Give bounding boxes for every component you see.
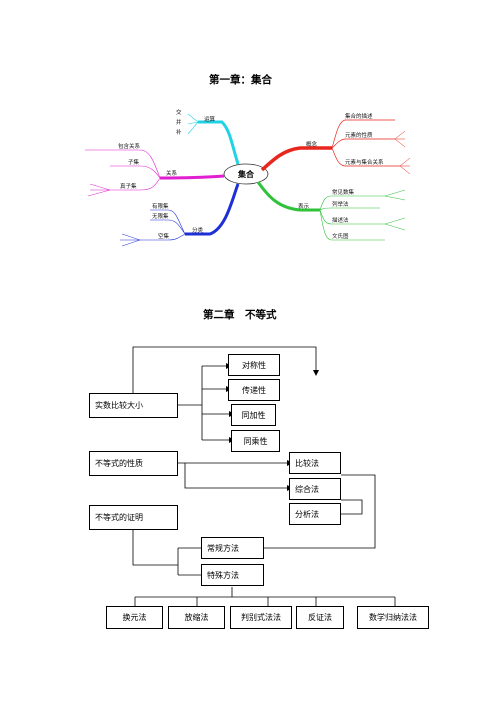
box-multiplicative: 同乘性 <box>231 430 280 452</box>
classification-label: 分类 <box>192 226 204 234</box>
box-analytic-method: 分析法 <box>289 503 341 525</box>
representation-item-3: 描述法 <box>332 216 349 224</box>
mindmap-center-label: 集合 <box>237 169 255 179</box>
box-scaling: 放缩法 <box>168 606 225 629</box>
box-regular-methods: 常规方法 <box>201 537 264 559</box>
box-additive: 同加性 <box>231 404 276 426</box>
concept-item-1: 集合的描述 <box>345 112 373 120</box>
box-induction: 数学归纳法法 <box>357 606 429 629</box>
classification-item-2: 无限集 <box>152 212 169 220</box>
box-inequality-proof: 不等式的证明 <box>89 505 178 530</box>
relation-label: 关系 <box>166 169 178 177</box>
mindmap-branch-classification <box>185 183 240 236</box>
concept-label: 概念 <box>306 140 318 148</box>
classification-item-1: 有限集 <box>152 202 169 210</box>
box-comparison-method: 比较法 <box>289 452 341 474</box>
box-substitution: 换元法 <box>106 606 163 629</box>
mindmap-center-node <box>223 163 269 185</box>
operation-twigs <box>187 113 199 135</box>
concept-item-2: 元素的性质 <box>345 131 373 139</box>
chapter1-title: 第一章：集合 <box>209 74 272 86</box>
box-symmetry: 对称性 <box>228 354 280 376</box>
relation-item-3: 真子集 <box>120 182 137 190</box>
mindmap-branch-concept <box>260 146 332 172</box>
representation-item-1: 常见数集 <box>332 188 355 196</box>
flowchart-connectors <box>132 346 396 606</box>
mindmap-branch-operation <box>198 120 240 165</box>
operation-item-2: 并 <box>176 118 182 126</box>
operation-item-1: 交 <box>176 108 182 116</box>
relation-item-2: 子集 <box>128 158 140 166</box>
box-real-number-comparison: 实数比较大小 <box>89 393 178 418</box>
box-synthetic-method: 综合法 <box>289 478 341 500</box>
box-transitivity: 传递性 <box>228 379 280 401</box>
box-contradiction: 反证法 <box>296 606 344 629</box>
representation-item-2: 列举法 <box>332 200 349 208</box>
relation-item-1: 包含关系 <box>118 142 141 150</box>
representation-item-4: 文氏图 <box>332 232 349 240</box>
box-inequality-properties: 不等式的性质 <box>89 451 178 476</box>
operation-label: 运算 <box>204 115 216 123</box>
mindmap-branch-representation <box>256 181 320 212</box>
concept-item-3: 元素与集合关系 <box>345 158 384 166</box>
operation-item-3: 补 <box>176 128 182 136</box>
mindmap-branch-relation <box>159 174 225 180</box>
box-discriminant: 判别式法法 <box>230 606 292 629</box>
box-special-methods: 特殊方法 <box>201 564 264 586</box>
representation-label: 表示 <box>298 202 310 210</box>
chapter2-title: 第二章 不等式 <box>203 309 277 321</box>
classification-item-3: 空集 <box>158 232 170 240</box>
